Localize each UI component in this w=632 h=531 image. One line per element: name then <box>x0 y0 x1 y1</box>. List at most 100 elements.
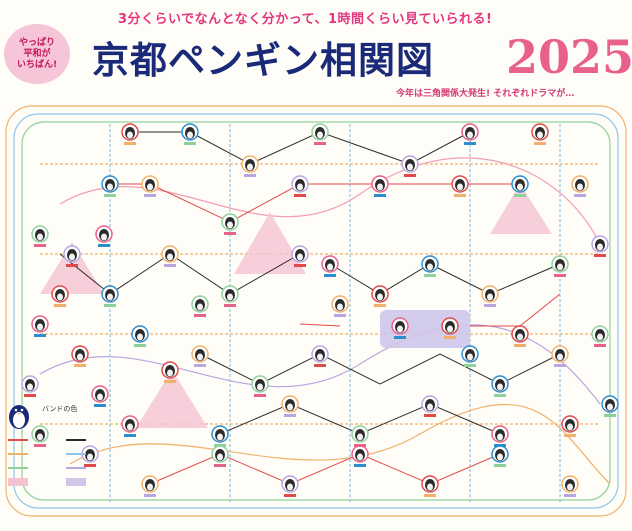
band-color <box>404 174 416 177</box>
penguin-node <box>551 345 569 367</box>
band-color <box>144 194 156 197</box>
penguin-belly <box>357 433 363 441</box>
band-color <box>424 494 436 497</box>
band-color <box>534 142 546 145</box>
header: 3分くらいでなんとなく分かって、1時間くらい見ていられる! やっぱり 平和が い… <box>0 0 632 100</box>
band-color <box>164 380 176 383</box>
legend-group-swatch <box>8 478 28 486</box>
penguin-node <box>161 245 179 267</box>
penguin-node <box>191 295 209 317</box>
band-color <box>124 434 136 437</box>
band-color <box>84 464 96 467</box>
track-blue <box>13 113 619 509</box>
band-color <box>424 274 436 277</box>
penguin-node <box>511 325 529 347</box>
page-title: 京都ペンギン相関図 <box>92 39 434 82</box>
penguin-node <box>571 175 589 197</box>
band-color <box>454 194 466 197</box>
band-color <box>74 364 86 367</box>
legend-group2-swatch <box>66 478 86 486</box>
penguin-belly <box>97 393 103 401</box>
penguin-node <box>421 475 439 497</box>
penguin-node <box>95 225 113 247</box>
band-color <box>334 314 346 317</box>
band-color <box>34 444 46 447</box>
band-color <box>464 142 476 145</box>
penguin-node <box>371 285 389 307</box>
penguin-node <box>461 345 479 367</box>
penguin-belly <box>287 483 293 491</box>
band-color <box>554 274 566 277</box>
penguin-node <box>221 213 239 235</box>
penguin-belly <box>497 453 503 461</box>
penguin-belly <box>487 293 493 301</box>
triangle-group-2 <box>234 212 306 274</box>
penguin-node <box>561 475 579 497</box>
penguin-belly <box>607 403 613 411</box>
penguin-belly <box>247 163 253 171</box>
penguin-belly <box>597 333 603 341</box>
penguin-node <box>491 425 509 447</box>
background-tracks <box>5 105 627 517</box>
penguin-node <box>191 345 209 367</box>
penguin-node <box>251 375 269 397</box>
penguin-node <box>101 285 119 307</box>
penguin-belly <box>57 293 63 301</box>
penguin-node <box>561 415 579 437</box>
penguin-node <box>321 255 339 277</box>
penguin-node <box>421 395 439 417</box>
band-color <box>244 174 256 177</box>
penguin-node <box>351 425 369 447</box>
penguin-node <box>121 123 139 145</box>
band-color <box>494 464 506 467</box>
penguin-belly <box>567 423 573 431</box>
band-color <box>314 142 326 145</box>
penguin-belly <box>427 483 433 491</box>
band-color <box>184 142 196 145</box>
penguin-belly <box>557 263 563 271</box>
penguin-belly <box>467 353 473 361</box>
relationship-map <box>5 105 627 517</box>
penguin-node <box>311 123 329 145</box>
band-color <box>604 414 616 417</box>
track-orange <box>5 105 627 517</box>
penguin-belly <box>447 325 453 333</box>
band-color <box>574 194 586 197</box>
penguin-node <box>211 445 229 467</box>
band-color <box>24 394 36 397</box>
penguin-node <box>451 175 469 197</box>
penguin-belly <box>77 353 83 361</box>
band-color <box>594 254 606 257</box>
band-color <box>144 494 156 497</box>
penguin-node <box>601 395 619 417</box>
band-color <box>104 194 116 197</box>
penguin-belly <box>167 369 173 377</box>
penguin-node <box>391 317 409 339</box>
penguin-node <box>351 445 369 467</box>
penguin-belly <box>69 253 75 261</box>
penguin-nodes <box>21 123 619 497</box>
track-green <box>21 121 611 501</box>
penguin-belly <box>317 131 323 139</box>
penguin-belly <box>227 293 233 301</box>
penguin-node <box>281 475 299 497</box>
penguin-belly <box>257 383 263 391</box>
band-color <box>464 364 476 367</box>
penguin-node <box>101 175 119 197</box>
penguin-belly <box>287 403 293 411</box>
penguin-belly <box>197 303 203 311</box>
penguin-belly <box>101 233 107 241</box>
penguin-node <box>31 425 49 447</box>
triangle-group-3 <box>136 370 208 428</box>
penguin-node <box>21 375 39 397</box>
band-color <box>294 264 306 267</box>
penguin-node <box>311 345 329 367</box>
penguin-node <box>481 285 499 307</box>
band-color <box>254 394 266 397</box>
penguin-belly <box>197 353 203 361</box>
penguin-belly <box>37 323 43 331</box>
band-color <box>354 464 366 467</box>
penguin-node <box>531 123 549 145</box>
peace-bubble: やっぱり 平和が いちばん! <box>4 24 70 84</box>
